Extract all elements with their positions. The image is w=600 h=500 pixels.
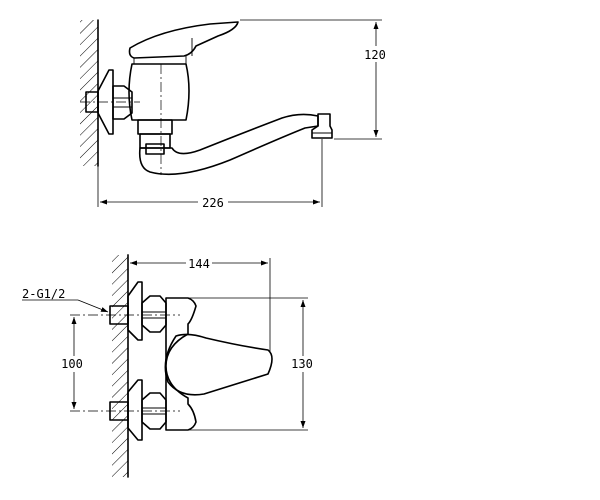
dim-connection-label: 2-G1/2 <box>22 287 65 301</box>
spout <box>138 113 319 176</box>
mixer-body-front <box>165 297 197 431</box>
dim-width-side: 226 <box>202 196 224 210</box>
dim-height-front: 130 <box>291 357 313 371</box>
dim-height-side: 120 <box>364 48 386 62</box>
front-view: 2-G1/2 100 144 130 <box>22 254 316 478</box>
connection-nut <box>112 85 133 120</box>
wall-hatch-bottom <box>112 255 128 477</box>
swivel-stop <box>145 143 165 155</box>
swivel-base <box>139 133 171 149</box>
dim-spacing-front: 100 <box>61 357 83 371</box>
mixer-handle <box>128 21 239 59</box>
mixer-handle-front <box>164 333 273 396</box>
wall-flange <box>97 69 114 135</box>
aerator <box>311 113 333 139</box>
connection-leader <box>77 299 109 313</box>
wall-hatch-top <box>80 20 98 166</box>
swivel-ring <box>137 119 173 135</box>
side-view: 120 226 <box>80 19 388 210</box>
dim-depth-front: 144 <box>188 257 210 271</box>
mixer-body <box>128 63 190 121</box>
